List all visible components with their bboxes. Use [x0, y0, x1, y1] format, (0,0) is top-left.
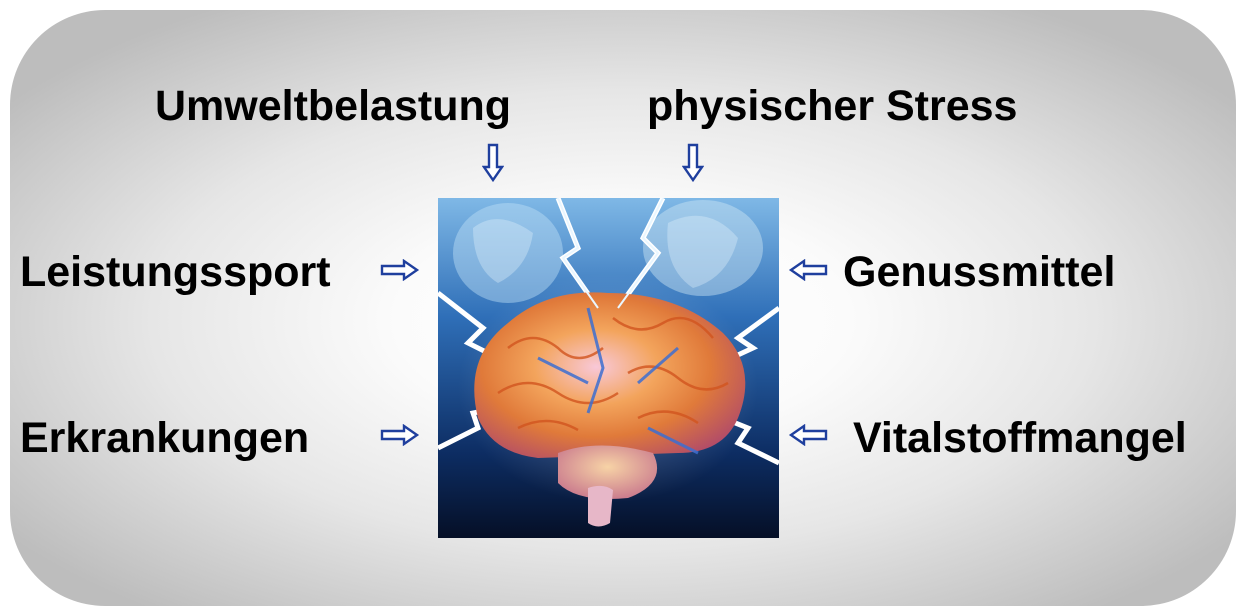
factor-leistungssport: Leistungssport	[20, 251, 331, 294]
factor-physischer-stress: physischer Stress	[647, 85, 1017, 128]
factor-umweltbelastung: Umweltbelastung	[155, 85, 511, 128]
factor-genussmittel: Genussmittel	[843, 251, 1115, 294]
arrow-right-icon	[380, 424, 420, 446]
arrow-left-icon	[788, 259, 828, 281]
arrow-down-icon	[682, 143, 704, 183]
brain-illustration	[438, 198, 779, 538]
factor-erkrankungen: Erkrankungen	[20, 417, 309, 460]
arrow-down-icon	[482, 143, 504, 183]
arrow-left-icon	[788, 424, 828, 446]
factor-vitalstoffmangel: Vitalstoffmangel	[853, 417, 1187, 460]
arrow-right-icon	[380, 259, 420, 281]
